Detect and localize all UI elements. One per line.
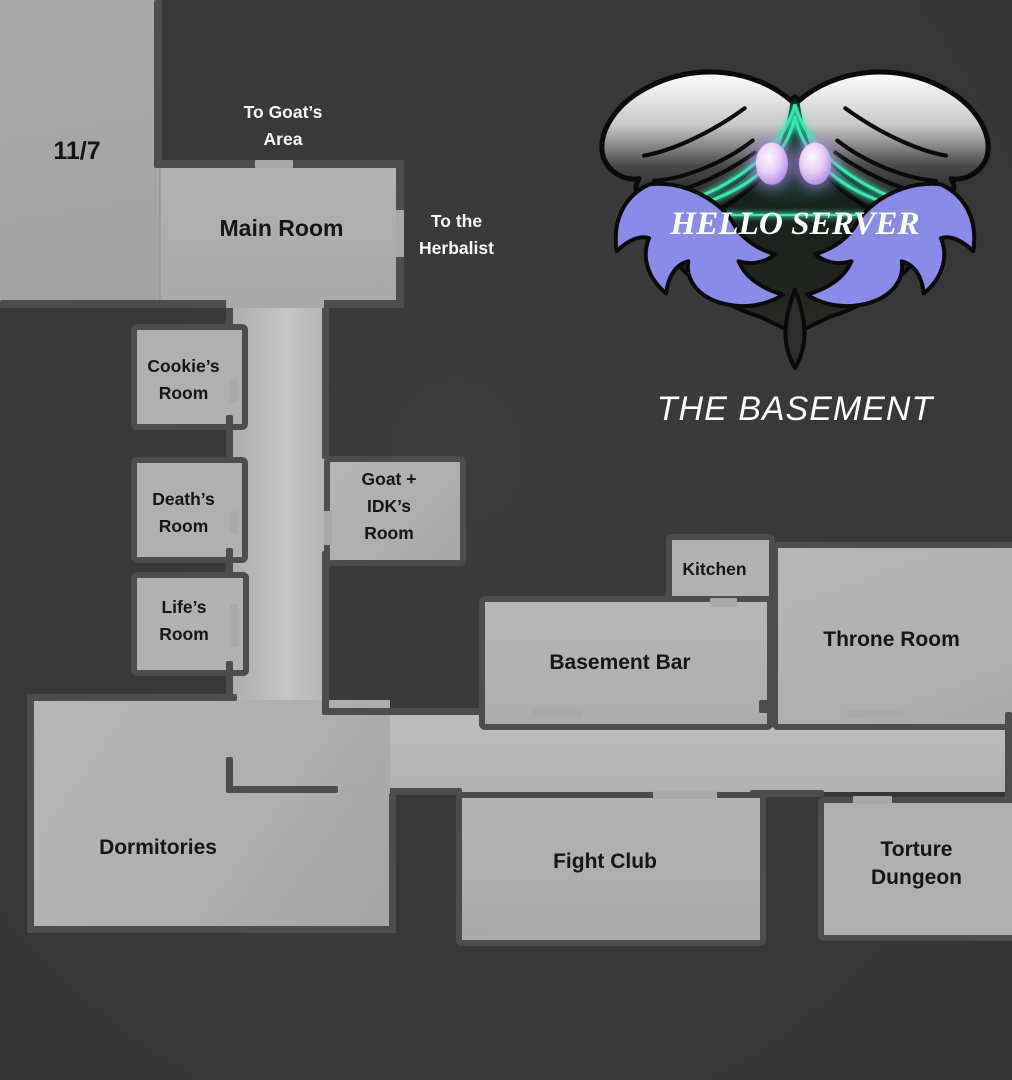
wall-right-edge [1005, 712, 1012, 802]
hello-server-logo: HELLO SERVER [599, 69, 991, 370]
door-fight-club-bottom [471, 926, 487, 934]
door-basement-bar [531, 709, 582, 717]
door-main-room-corridor [226, 300, 324, 308]
label-deaths-room: Death’s Room [152, 489, 215, 536]
door-lifes-room [230, 604, 238, 647]
label-room-11-7: 11/7 [53, 137, 101, 165]
door-cookies-room [229, 379, 237, 402]
label-basement-bar: Basement Bar [549, 651, 691, 674]
wall-dormitories-right [389, 788, 396, 933]
label-torture-dungeon: Torture Dungeon [871, 838, 962, 889]
label-lifes-room: Life’s Room [159, 597, 209, 644]
wall-corridor-left-3 [226, 548, 233, 575]
wall-corridor-right-2 [322, 551, 329, 714]
door-goat-idk-room [324, 511, 332, 545]
label-dormitories: Dormitories [99, 836, 217, 859]
wall-corridor-left-4 [226, 661, 233, 700]
annotation-to-goats-area: To Goat’s Area [243, 102, 323, 149]
wall-divider-11-7-main [158, 168, 161, 300]
wall-corridor-left-2 [226, 415, 233, 460]
wall-corridor-bottom-1 [390, 788, 462, 795]
wall-stub-bar-throne [759, 700, 774, 713]
label-fight-club: Fight Club [553, 850, 657, 873]
glowing-orbs-icon [751, 139, 836, 188]
room-basement-bar [479, 596, 773, 730]
wall-corridor-right-1 [322, 305, 329, 459]
wall-dormitories-top [27, 694, 237, 701]
wall-corridor-left-1 [226, 305, 233, 327]
room-goat-idk [324, 456, 466, 566]
door-to-herbalist [396, 210, 404, 257]
room-torture-dungeon [818, 797, 1012, 941]
room-fight-club [456, 792, 766, 946]
door-dormitories [338, 786, 390, 794]
wall-main-room-bottom [0, 300, 404, 308]
tail-spike-icon [783, 287, 807, 370]
wall-corridor-top [322, 708, 484, 715]
label-goat-idk-room: Goat + IDK’s Room [361, 469, 417, 543]
room-deaths [131, 457, 248, 563]
annotation-to-herbalist: To the Herbalist [419, 211, 494, 258]
door-kitchen [710, 598, 737, 607]
floor-main-room [157, 162, 403, 305]
label-throne-room: Throne Room [823, 628, 960, 651]
label-main-room: Main Room [219, 215, 344, 241]
room-cookies [131, 324, 248, 430]
wall-corridor-junction-horizontal [226, 786, 338, 793]
wall-dormitories-left [27, 694, 34, 933]
purple-wings-icon [613, 181, 977, 309]
door-to-goats-area [255, 160, 293, 168]
wall-corridor-junction-vertical [226, 757, 233, 793]
label-kitchen: Kitchen [682, 559, 747, 579]
wall-corridor-bottom-2 [750, 790, 824, 797]
door-fight-club [653, 791, 717, 799]
wall-11-7-right [154, 0, 162, 167]
door-torture-dungeon [853, 796, 892, 804]
room-throne [772, 542, 1012, 730]
label-cookies-room: Cookie’s Room [147, 356, 220, 403]
door-throne-room [847, 709, 903, 717]
room-lifes [131, 572, 249, 676]
floor-dormitories [33, 700, 390, 927]
door-deaths-room [229, 511, 237, 534]
logo-text: HELLO SERVER [669, 205, 919, 242]
floor-room-11-7 [0, 0, 160, 305]
map-title: THE BASEMENT [656, 390, 934, 428]
wall-dormitories-bottom [27, 926, 396, 933]
